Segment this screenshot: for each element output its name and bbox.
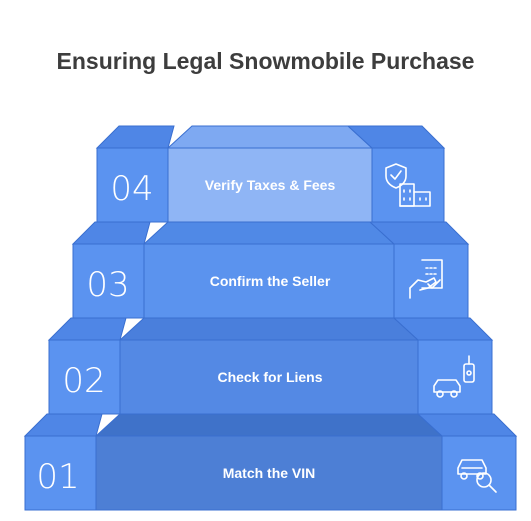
step-04: 04 Verify Taxes & Fees — [95, 125, 446, 223]
car-search-icon — [457, 459, 497, 493]
step-01-number: 01 — [36, 457, 79, 497]
step-02-top-left — [47, 317, 127, 341]
step-04-center-face — [167, 147, 373, 223]
step-03-label: Confirm the Seller — [210, 273, 331, 289]
step-03-center-face — [143, 243, 395, 319]
step-01: 01 Match the VIN — [23, 413, 518, 511]
step-03-top-left — [71, 221, 151, 245]
step-02-label: Check for Liens — [217, 369, 322, 385]
step-01-top-left — [23, 413, 103, 437]
hand-document-icon — [409, 259, 443, 299]
shield-building-icon — [385, 163, 431, 207]
step-01-label: Match the VIN — [223, 465, 316, 481]
step-04-number: 04 — [110, 169, 153, 209]
step-04-label: Verify Taxes & Fees — [205, 177, 336, 193]
step-02-top-center — [118, 317, 420, 341]
step-03-number: 03 — [86, 265, 129, 305]
step-01-top-center — [94, 413, 444, 437]
step-04-top-center — [166, 125, 374, 149]
step-03: 03 Confirm the Seller — [71, 221, 470, 319]
step-04-right-face — [371, 147, 445, 223]
diagram-title: Ensuring Legal Snowmobile Purchase — [56, 48, 475, 74]
step-01-center-face — [95, 435, 443, 511]
step-02-center-face — [119, 339, 419, 415]
step-04-top-left — [95, 125, 175, 149]
step-02: 02 Check for Liens — [47, 317, 494, 415]
step-03-top-center — [142, 221, 396, 245]
step-02-left-face — [48, 339, 121, 415]
step-03-right-face — [393, 243, 469, 319]
step-04-left-face — [96, 147, 169, 223]
step-02-right-face — [417, 339, 493, 415]
step-02-number: 02 — [62, 361, 105, 401]
car-remote-icon — [433, 355, 475, 398]
step-01-left-face — [24, 435, 97, 511]
